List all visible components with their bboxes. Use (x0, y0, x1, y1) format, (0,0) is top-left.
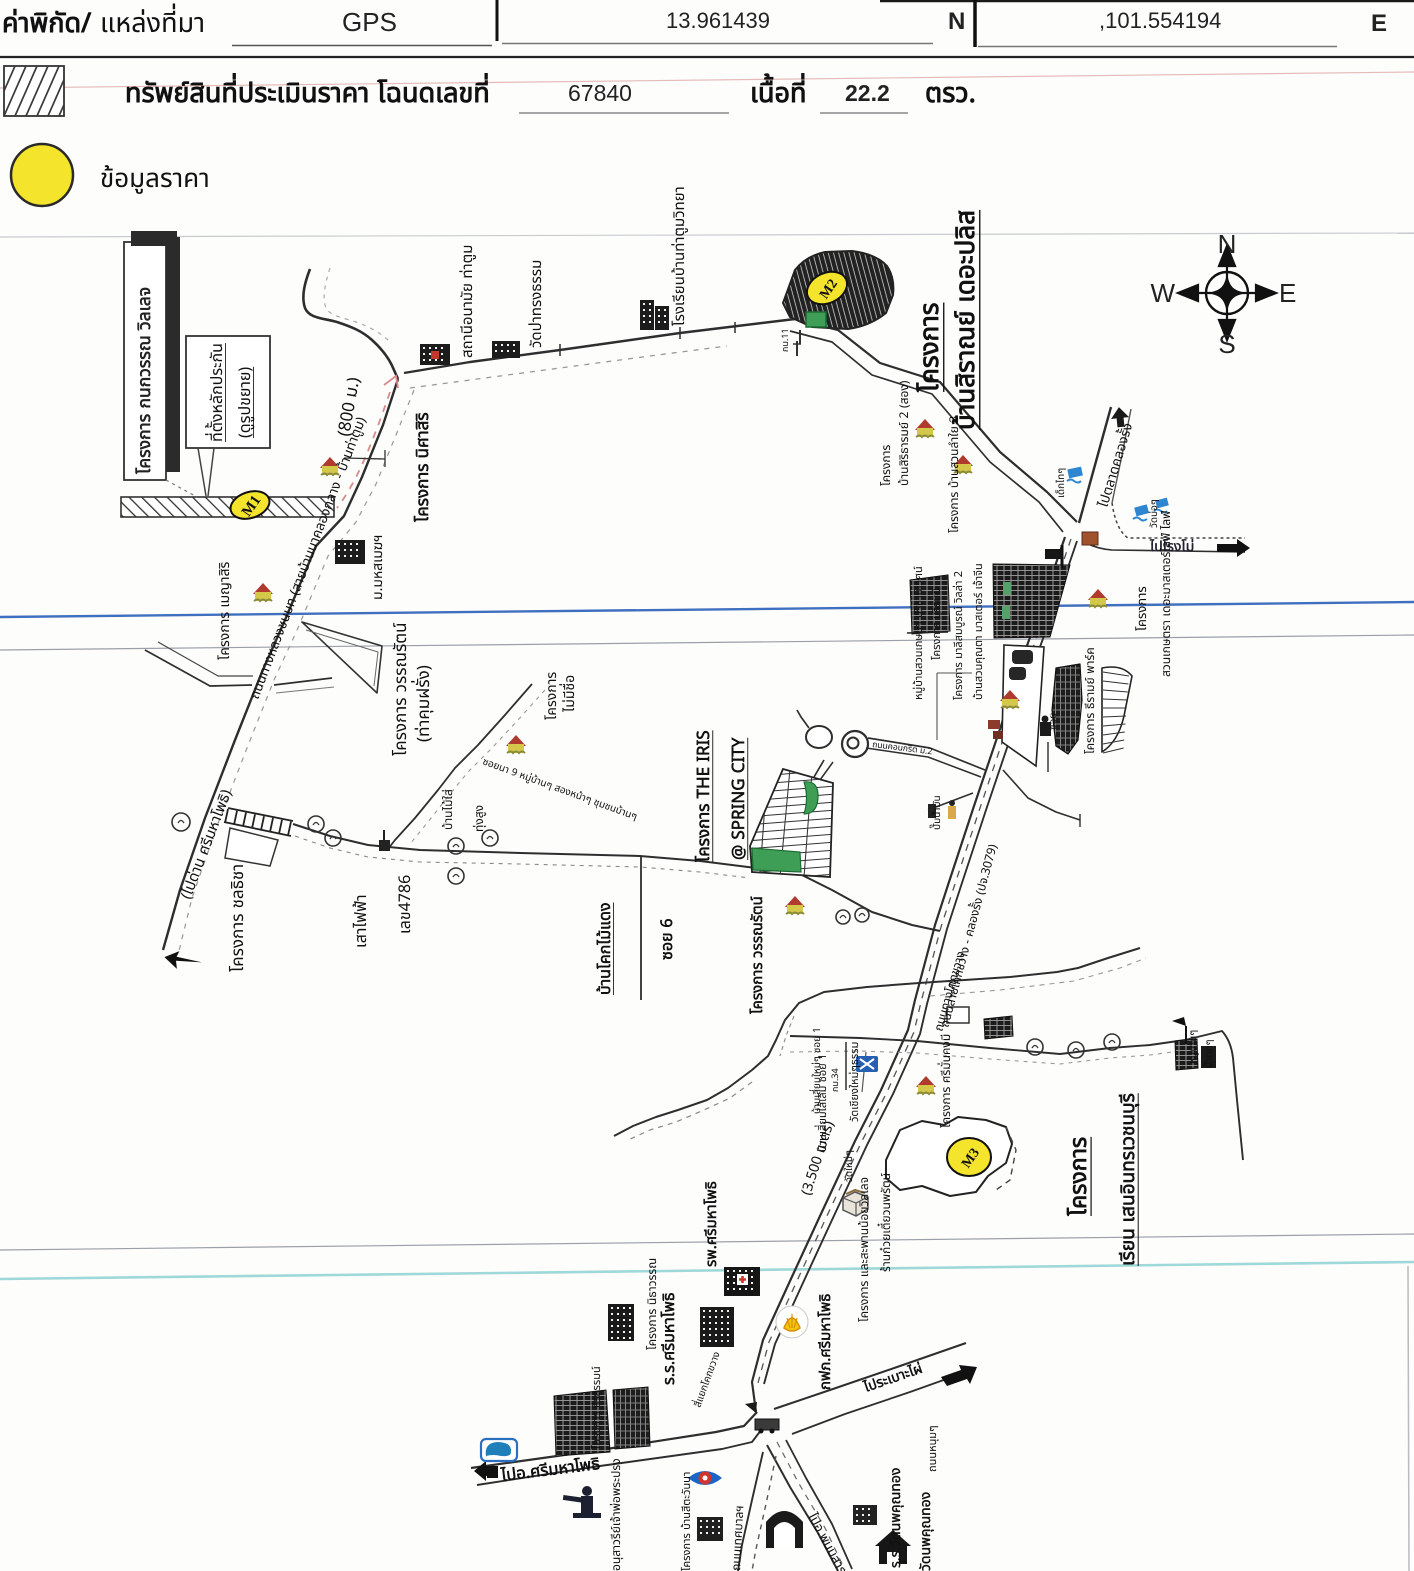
svg-text:E: E (1371, 10, 1387, 37)
svg-text:22.2: 22.2 (845, 80, 890, 106)
svg-text:S: S (1218, 329, 1235, 359)
svg-text:N: N (948, 8, 965, 35)
svg-text:67840: 67840 (568, 80, 632, 106)
svg-text:,101.554194: ,101.554194 (1099, 8, 1221, 33)
svg-text:13.961439: 13.961439 (666, 8, 770, 33)
svg-text:E: E (1279, 278, 1296, 308)
svg-text:N: N (1218, 229, 1237, 259)
svg-text:GPS: GPS (342, 7, 397, 37)
svg-text:W: W (1150, 278, 1175, 308)
